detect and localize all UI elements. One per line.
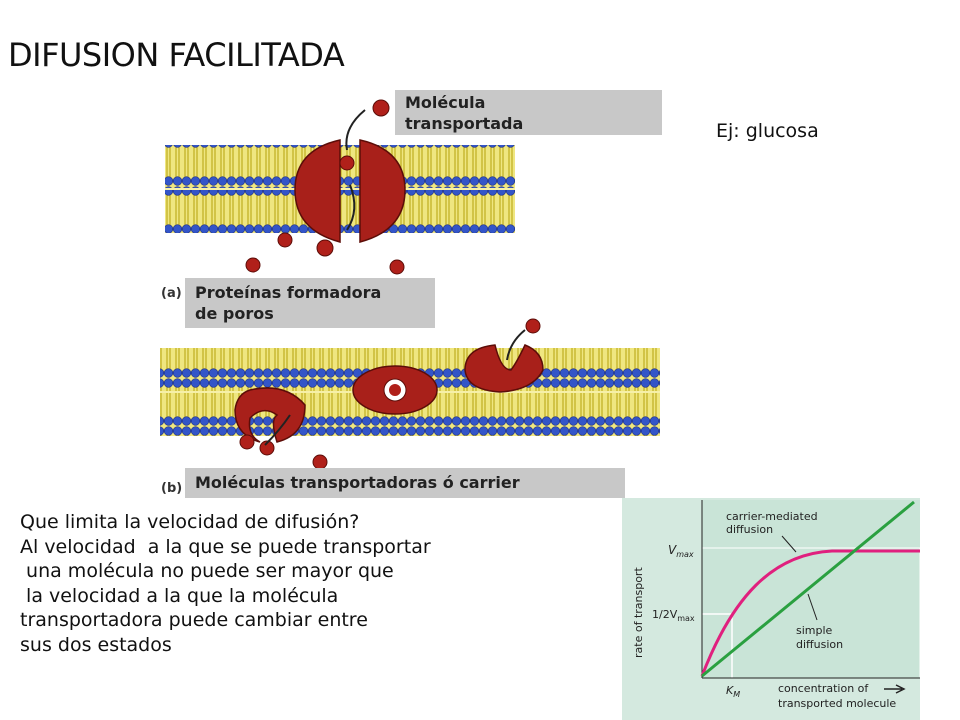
molecule: [372, 99, 390, 117]
label-box-carrier: [185, 468, 625, 498]
body-line: Que limita la velocidad de difusión?: [20, 511, 360, 533]
molecule: [525, 318, 541, 334]
x-axis-label-line2: transported molecule: [778, 697, 896, 710]
pore-protein-left: [294, 139, 341, 243]
simple-label-line1: simple: [796, 624, 833, 637]
molecule: [312, 454, 328, 470]
graph-plot-area: [702, 500, 920, 678]
label-box-transported: [395, 90, 662, 135]
label-pore-line1: Proteínas formadora: [195, 283, 381, 302]
example-text: Ej: glucosa: [716, 120, 819, 142]
simple-diffusion-line: [701, 500, 915, 678]
transport-kinetics-graph: rate of transport Vmax 1/2Vmax KM concen…: [622, 498, 920, 720]
panel-a-letter: (a): [161, 286, 182, 301]
y-axis-label: rate of transport: [632, 567, 645, 658]
body-line: una molécula no puede ser mayor que: [20, 560, 394, 582]
body-line: sus dos estados: [20, 633, 172, 656]
carrier-protein-open-bottom: [234, 387, 306, 443]
label-transported-line2: transportada: [405, 114, 523, 133]
molecule: [259, 440, 275, 456]
molecule: [239, 434, 255, 450]
panel-b-letter: (b): [161, 481, 182, 496]
molecule: [339, 155, 355, 171]
membrane-diagram: Molécula transportada (a) Proteínas form…: [155, 90, 662, 500]
carrier-label-line1: carrier-mediated: [726, 510, 818, 523]
arrow-up: [345, 109, 366, 151]
arrow-up: [346, 184, 356, 231]
simple-label-line2: diffusion: [796, 638, 843, 651]
half-vmax-label: 1/2Vmax: [652, 608, 695, 623]
km-label: KM: [726, 684, 740, 699]
molecule: [245, 257, 261, 273]
body-line: la velocidad a la que la molécula: [20, 584, 339, 607]
label-transported-line1: Molécula: [405, 93, 485, 112]
label-pore-line2: de poros: [195, 304, 274, 323]
molecule: [316, 239, 334, 257]
body-line: transportadora puede cambiar entre: [20, 609, 368, 631]
carrier-protein-open-top: [464, 344, 544, 393]
molecule: [389, 259, 405, 275]
label-box-pore: [185, 278, 435, 328]
x-axis-label-line1: concentration of: [778, 682, 869, 695]
body-text: Que limita la velocidad de difusión? Al …: [20, 510, 431, 657]
body-line: Al velocidad a la que se puede transport…: [20, 535, 431, 558]
pore-protein-right: [359, 139, 406, 243]
x-axis-arrow: [884, 684, 906, 694]
arrow-up: [264, 414, 291, 446]
molecule: [389, 384, 401, 396]
carrier-label-line2: diffusion: [726, 523, 773, 536]
label-carrier: Moléculas transportadoras ó carrier: [195, 473, 520, 492]
page-title: DIFUSION FACILITADA: [8, 36, 345, 74]
arrow-up: [506, 329, 526, 361]
vmax-label: Vmax: [668, 543, 694, 559]
carrier-mediated-curve: [700, 549, 920, 677]
molecule: [277, 232, 293, 248]
